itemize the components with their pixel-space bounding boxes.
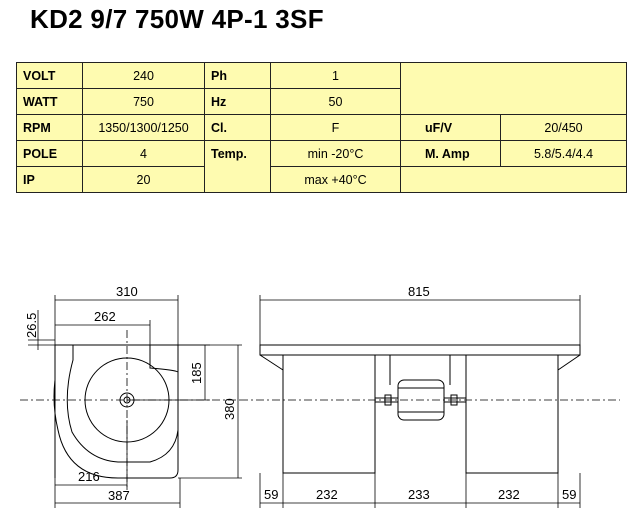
uf-label: uF/V xyxy=(400,114,501,141)
dim-262: 262 xyxy=(94,309,116,324)
dim-59-right: 59 xyxy=(562,487,576,502)
ip-label: IP xyxy=(16,166,83,193)
empty-cell xyxy=(400,62,627,115)
rpm-label: RPM xyxy=(16,114,83,141)
dim-26-5: 26.5 xyxy=(24,313,39,338)
table-row: IP 20 max +40°C xyxy=(16,166,627,193)
dim-815: 815 xyxy=(408,284,430,299)
side-view xyxy=(53,344,179,479)
hz-value: 50 xyxy=(270,88,401,115)
empty-cell xyxy=(400,166,627,193)
table-row: WATT 750 Hz 50 xyxy=(16,88,627,115)
rpm-value: 1350/1300/1250 xyxy=(82,114,205,141)
dim-310: 310 xyxy=(116,284,138,299)
temp-max-value: max +40°C xyxy=(270,166,401,193)
watt-value: 750 xyxy=(82,88,205,115)
volt-label: VOLT xyxy=(16,62,83,89)
dim-59-left: 59 xyxy=(264,487,278,502)
pole-value: 4 xyxy=(82,140,205,167)
product-title: KD2 9/7 750W 4P-1 3SF xyxy=(30,4,324,34)
dim-380: 380 xyxy=(222,398,237,420)
table-row: RPM 1350/1300/1250 Cl. F uF/V 20/450 xyxy=(16,114,627,141)
ph-label: Ph xyxy=(204,62,271,89)
dim-232-left: 232 xyxy=(316,487,338,502)
front-view xyxy=(259,344,581,474)
cl-label: Cl. xyxy=(204,114,271,141)
cl-value: F xyxy=(270,114,401,141)
dim-232-right: 232 xyxy=(498,487,520,502)
spec-table: VOLT 240 Ph 1 WATT 750 Hz 50 RPM 1350/13… xyxy=(16,62,627,193)
temp-min-value: min -20°C xyxy=(270,140,401,167)
pole-label: POLE xyxy=(16,140,83,167)
table-row: POLE 4 Temp. min -20°C M. Amp 5.8/5.4/4.… xyxy=(16,140,627,193)
dim-216: 216 xyxy=(78,469,100,484)
ip-value: 20 xyxy=(82,166,205,193)
table-row: VOLT 240 Ph 1 xyxy=(16,62,627,115)
watt-label: WATT xyxy=(16,88,83,115)
dim-233: 233 xyxy=(408,487,430,502)
dim-387: 387 xyxy=(108,488,130,503)
dim-185: 185 xyxy=(189,362,204,384)
